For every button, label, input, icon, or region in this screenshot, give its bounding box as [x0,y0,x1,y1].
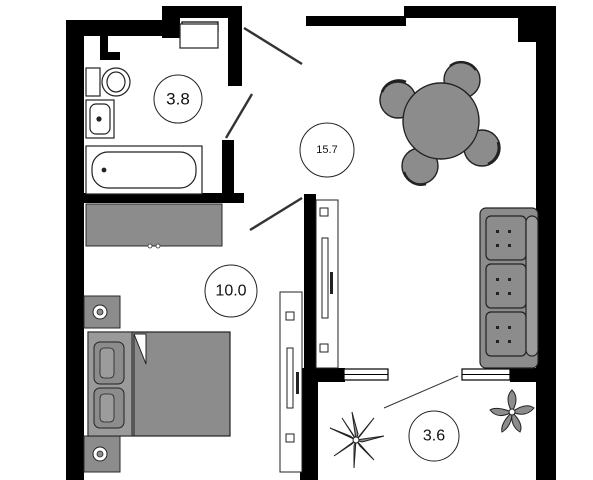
bedroom-area-label: 10.0 [204,264,258,318]
wall-left [66,22,84,480]
wall-top-right-notch [518,18,536,42]
bathtub-icon [85,145,203,195]
dining-table-icon [402,82,480,160]
dining-set-icon [379,60,501,186]
plant-right-icon [489,389,535,433]
bedroom-furniture [83,203,303,473]
bathroom-door-leaf [224,93,254,139]
balcony-area-label: 3.6 [408,410,460,462]
wall-bath-right-top [228,6,242,86]
kitchen-living-area-label: 15.7 [299,122,355,178]
nightstand-bottom-icon [83,435,121,473]
bedroom-closet-icon [279,291,303,473]
bedroom-area-text: 10.0 [215,283,246,300]
washing-machine-icon [179,23,219,49]
nightstand-top-icon [83,295,121,329]
wall-right [536,6,556,480]
sink-icon [85,99,115,139]
hallway-closet-icon [315,199,339,369]
plant-left-icon [329,411,385,469]
wall-living-balcony-right [510,368,538,382]
walls [66,6,556,480]
kitchen-living-area-text: 15.7 [316,144,337,156]
wall-balcony-left [300,368,318,480]
wall-bedroom-living-stub [304,194,316,374]
bathroom-fixtures [85,23,219,195]
wall-bath-right-lower [222,140,234,196]
wall-bath-bottom [84,193,244,203]
bathroom-area-label: 3.8 [153,74,203,124]
bedroom-door-leaf [249,196,303,232]
toilet-icon [85,67,131,97]
living-furniture [315,60,539,369]
room-area-labels: 3.8 15.7 10.0 3.6 [153,74,460,462]
wall-top-right-1 [306,16,406,26]
wall-top-right-2 [404,6,556,18]
entry-door-leaf [243,26,303,66]
double-bed-icon [87,331,231,437]
wall-top-left [66,20,166,36]
doors [224,26,459,409]
wall-bath-top-2 [162,6,242,18]
sofa-icon [479,207,539,369]
wall-top-left-jog [100,36,108,58]
bathroom-area-text: 3.8 [166,90,190,109]
balcony-plants [329,389,535,469]
balcony-area-text: 3.6 [423,428,445,445]
wardrobe-icon [85,203,223,249]
wall-top-left-step [100,52,120,60]
balcony-door-swing [383,375,459,409]
